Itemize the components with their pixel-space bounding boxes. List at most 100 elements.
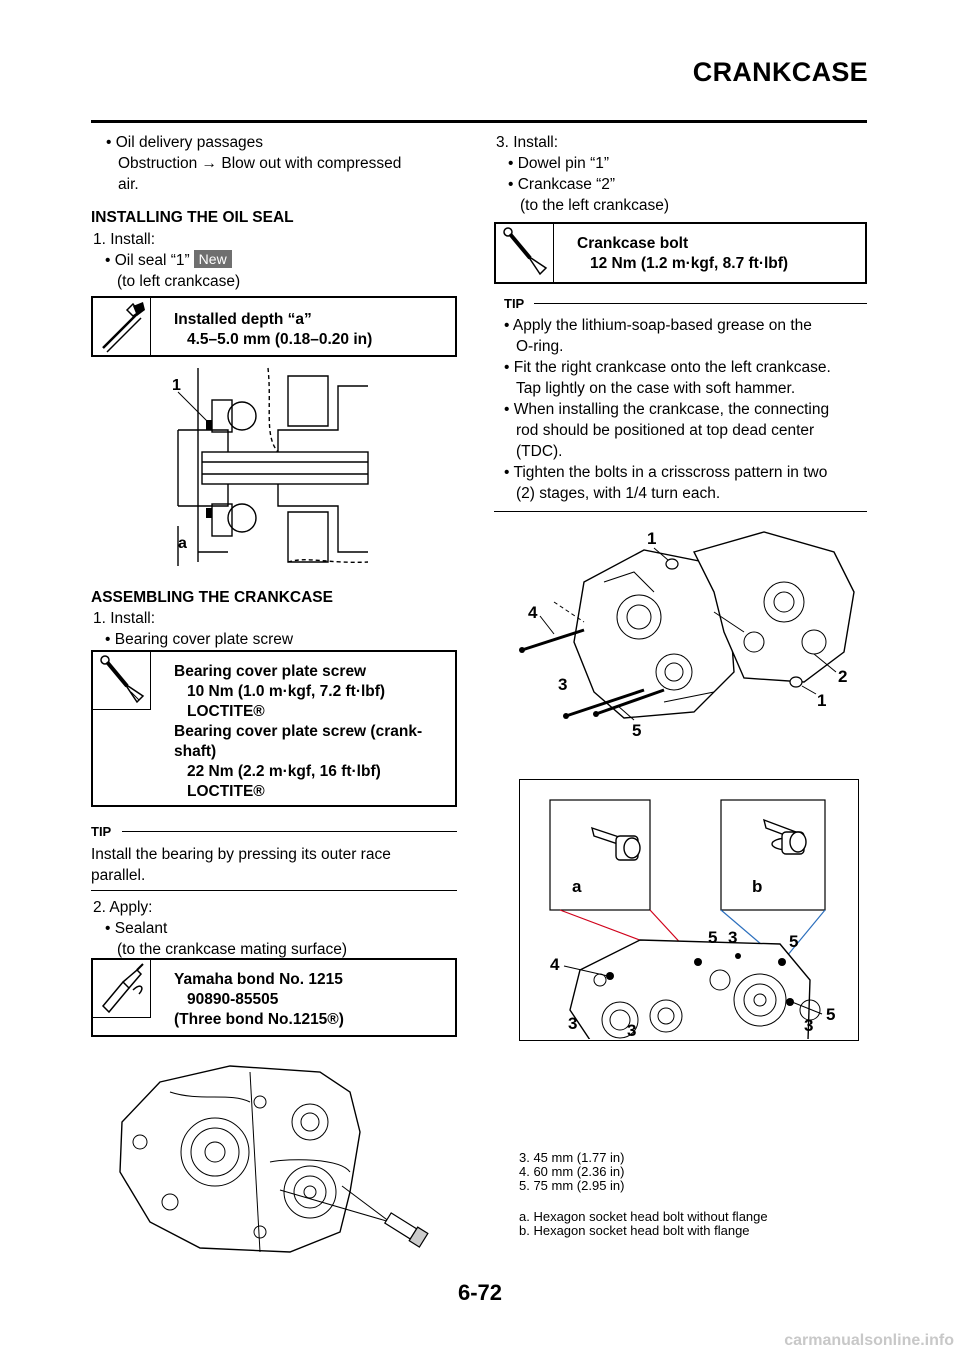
- tip-label-right: TIP: [504, 296, 525, 311]
- fig2-label-5a: 5: [708, 928, 717, 947]
- fig2-label-5c: 5: [826, 1005, 835, 1024]
- oil-seal-sub: (to left crankcase): [117, 273, 241, 290]
- legend-item-4: 4. 60 mm (2.36 in): [519, 1164, 625, 1179]
- spec-box-crankcase-bolt: Crankcase bolt 12 Nm (1.2 m·kgf, 8.7 ft·…: [494, 222, 867, 284]
- torque-wrench-icon: [93, 652, 151, 710]
- legend-item-b: b. Hexagon socket head bolt with flange: [519, 1223, 750, 1238]
- page-title: CRANKCASE: [692, 57, 868, 87]
- fig2-label-3a: 3: [728, 928, 737, 947]
- tip3-line1: • When installing the crankcase, the con…: [504, 401, 830, 418]
- fig1-label-3: 3: [558, 675, 567, 694]
- tip-text-left: Install the bearing by pressing its oute…: [91, 844, 457, 886]
- oil-seal-figure: 1 a: [168, 366, 370, 572]
- tip2-line2: Tap lightly on the case with soft hammer…: [516, 380, 796, 397]
- oil-seal-bullet: • Oil seal “1”: [105, 252, 190, 269]
- crankcase-sealant-figure: [110, 1062, 435, 1262]
- assembling-step1: 1. Install:: [93, 610, 156, 627]
- bearing-spec-line2: 10 Nm (1.0 m·kgf, 7.2 ft·lbf): [187, 683, 386, 700]
- tip2-line1: • Fit the right crankcase onto the left …: [504, 359, 831, 376]
- oil-seal-step1: 1. Install:: [93, 231, 156, 248]
- tip-left-line1: Install the bearing by pressing its oute…: [91, 846, 391, 863]
- step3-sub: (to the left crankcase): [520, 197, 670, 214]
- bearing-spec-line5: shaft): [174, 743, 217, 760]
- fig2-label-5b: 5: [789, 932, 798, 951]
- oil-seal-fig-label-1: 1: [172, 377, 181, 394]
- tip1-line2: O-ring.: [516, 338, 564, 355]
- tip4-line2: (2) stages, with 1/4 turn each.: [516, 485, 721, 502]
- assembling-steps: 1. Install: • Bearing cover plate screw: [91, 608, 451, 650]
- assembling-heading: ASSEMBLING THE CRANKCASE: [91, 589, 333, 606]
- tip4-line1: • Tighten the bolts in a crisscross patt…: [504, 464, 828, 481]
- assembling-bullet: • Bearing cover plate screw: [105, 631, 294, 648]
- sealant-tube-icon: [93, 960, 151, 1018]
- crankcase-bolt-value: 12 Nm (1.2 m·kgf, 8.7 ft·lbf): [590, 255, 789, 272]
- installed-depth-value: 4.5–5.0 mm (0.18–0.20 in): [187, 331, 373, 348]
- fig2-label-a: a: [572, 877, 582, 896]
- legend-numbers: 3. 45 mm (1.77 in) 4. 60 mm (2.36 in) 5.…: [519, 1151, 859, 1193]
- oil-passage-line2: Obstruction → Blow out with compressed: [118, 155, 402, 172]
- installed-depth-title: Installed depth “a”: [174, 311, 312, 328]
- tip-label-left: TIP: [91, 824, 112, 839]
- fig2-label-b: b: [752, 877, 762, 896]
- tip-left-line2: parallel.: [91, 867, 146, 884]
- tip3-line3: (TDC).: [516, 443, 563, 460]
- oil-seal-heading: INSTALLING THE OIL SEAL: [91, 209, 294, 226]
- tip3-line2: rod should be positioned at top dead cen…: [516, 422, 815, 439]
- tip-end-rule-right: [494, 511, 867, 512]
- new-badge: New: [193, 250, 232, 268]
- apply-steps: 2. Apply: • Sealant (to the crankcase ma…: [91, 897, 457, 960]
- oil-seal-bullet-row: • Oil seal “1”New: [91, 250, 451, 271]
- fig1-label-2: 2: [838, 667, 847, 686]
- bearing-spec-line7: LOCTITE®: [187, 783, 265, 800]
- tip-item: • When installing the crankcase, the con…: [504, 399, 869, 462]
- legend-item-a: a. Hexagon socket head bolt without flan…: [519, 1209, 768, 1224]
- crankcase-bolt-title: Crankcase bolt: [577, 235, 689, 252]
- bearing-spec-line1: Bearing cover plate screw: [174, 663, 367, 680]
- oil-seal-steps: 1. Install: • Oil seal “1”New (to left c…: [91, 229, 451, 292]
- sealant-line2: 90890-85505: [187, 991, 279, 1008]
- watermark: carmanualsonline.info: [784, 1332, 954, 1349]
- apply-bullet: • Sealant: [105, 920, 168, 937]
- fig2-label-3d: 3: [804, 1016, 814, 1035]
- tip-item: • Apply the lithium-soap-based grease on…: [504, 315, 869, 357]
- fig1-label-1b: 1: [817, 691, 826, 710]
- caliper-icon: [93, 298, 151, 355]
- fig1-label-4: 4: [528, 603, 538, 622]
- fig2-label-3b: 3: [568, 1014, 578, 1033]
- crankcase-assembly-figure: 1 4 3 5 2 1: [514, 522, 864, 744]
- tip-item: • Fit the right crankcase onto the left …: [504, 357, 869, 399]
- oil-passage-line3: air.: [118, 176, 139, 193]
- apply-step2: 2. Apply:: [93, 899, 153, 916]
- legend-item-5: 5. 75 mm (2.95 in): [519, 1178, 625, 1193]
- fig2-label-4: 4: [550, 955, 560, 974]
- tip-item: • Tighten the bolts in a crisscross patt…: [504, 462, 869, 504]
- fig2-label-3c: 3: [627, 1021, 637, 1040]
- sealant-line1: Yamaha bond No. 1215: [174, 971, 343, 988]
- legend-item-3: 3. 45 mm (1.77 in): [519, 1150, 625, 1165]
- bearing-spec-line4: Bearing cover plate screw (crank-: [174, 723, 423, 740]
- step3-bullet-crankcase: • Crankcase “2”: [508, 176, 616, 193]
- spec-box-installed-depth: Installed depth “a” 4.5–5.0 mm (0.18–0.2…: [91, 296, 457, 357]
- spec-box-sealant: Yamaha bond No. 1215 90890-85505 (Three …: [91, 958, 457, 1037]
- apply-sub: (to the crankcase mating surface): [117, 941, 348, 958]
- step3-label: 3. Install:: [496, 134, 559, 151]
- header-rule: [91, 120, 867, 123]
- tip-end-rule-left: [91, 890, 457, 891]
- fig1-label-1a: 1: [647, 529, 656, 548]
- tip-rule-left: [122, 831, 457, 832]
- step3-bullet-dowel: • Dowel pin “1”: [508, 155, 610, 172]
- bearing-spec-line3: LOCTITE®: [187, 703, 265, 720]
- install-step3: 3. Install: • Dowel pin “1” • Crankcase …: [494, 132, 866, 216]
- oil-seal-fig-label-a: a: [178, 535, 187, 552]
- tip-rule-right: [534, 303, 867, 304]
- tip-list-right: • Apply the lithium-soap-based grease on…: [504, 315, 869, 504]
- page-number: 6-72: [457, 1280, 503, 1305]
- spec-box-bearing-cover: Bearing cover plate screw 10 Nm (1.0 m·k…: [91, 650, 457, 807]
- bolt-locations-figure: a b 5 3 5 4: [519, 779, 859, 1041]
- legend-letters: a. Hexagon socket head bolt without flan…: [519, 1210, 859, 1238]
- bearing-spec-line6: 22 Nm (2.2 m·kgf, 16 ft·lbf): [187, 763, 381, 780]
- fig1-label-5: 5: [632, 721, 641, 740]
- tip1-line1: • Apply the lithium-soap-based grease on…: [504, 317, 812, 334]
- sealant-line3: (Three bond No.1215®): [174, 1011, 344, 1028]
- torque-wrench-icon: [496, 224, 554, 282]
